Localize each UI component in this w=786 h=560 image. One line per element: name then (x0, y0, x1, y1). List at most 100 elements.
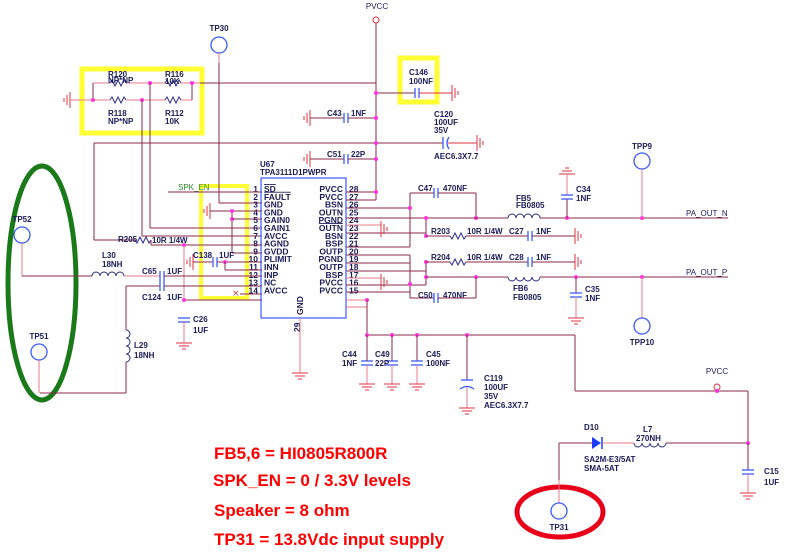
svg-text:1NF: 1NF (576, 194, 591, 203)
spk-en-net-label: SPK_EN (178, 183, 210, 192)
svg-text:C45: C45 (426, 350, 441, 359)
svg-text:1UF: 1UF (764, 478, 779, 487)
d10-diode: D10 SA2M-E3/5AT SMA-5AT (584, 423, 636, 473)
ic-left-pin-number: 4 (253, 207, 258, 217)
svg-text:C146: C146 (409, 68, 429, 77)
c119-capacitor: C119 100UF 35V AEC6.3X7.7 (458, 333, 529, 415)
fb5-ferrite: FB5 FB0805 (507, 194, 545, 219)
pa-out-n-net-label: PA_OUT_N (686, 209, 728, 218)
svg-text:FB6: FB6 (513, 284, 529, 293)
svg-text:C119: C119 (484, 374, 503, 383)
svg-text:29: 29 (292, 322, 302, 332)
svg-text:TPP10: TPP10 (630, 338, 655, 347)
r205-resistor: R205 10R 1/4W (94, 235, 262, 300)
note-speaker: Speaker = 8 ohm (214, 501, 350, 520)
svg-text:C138: C138 (193, 251, 213, 260)
c28-capacitor: C28 1NF (509, 253, 551, 267)
svg-text:22P: 22P (351, 150, 366, 159)
test-point-tp52[interactable]: TP52 (12, 215, 32, 244)
svg-text:22P: 22P (375, 359, 390, 368)
r112-symbol (164, 95, 182, 105)
svg-text:C120: C120 (434, 110, 454, 119)
ic-left-pin-number: 11 (249, 262, 258, 272)
svg-text:R118: R118 (108, 109, 127, 118)
note-spk-en: SPK_EN = 0 / 3.3V levels (213, 471, 411, 490)
svg-text:AEC6.3X7.7: AEC6.3X7.7 (484, 401, 529, 410)
svg-text:C51: C51 (327, 150, 342, 159)
ic-left-pin-name: PLIMIT (264, 254, 293, 264)
svg-text:C27: C27 (509, 227, 524, 236)
r203-resistor: R203 10R 1/4W (431, 227, 503, 241)
c65-capacitor: C65 1UF (142, 267, 182, 281)
ic-right-pin-number: 21 (349, 239, 359, 249)
c27-capacitor: C27 1NF (509, 227, 551, 241)
svg-text:100UF: 100UF (484, 383, 508, 392)
svg-text:10K: 10K (165, 117, 180, 126)
r120-symbol (109, 78, 127, 88)
svg-text:PVCC: PVCC (706, 367, 728, 376)
test-point-tp31[interactable]: TP31 (549, 502, 569, 532)
ic-right-pin-name: PVCC (319, 278, 343, 288)
ic-left-pin-name: NC (264, 278, 276, 288)
ic-left-pin-number: 6 (253, 223, 258, 233)
test-point-tpp10[interactable]: TPP10 (630, 317, 655, 347)
ic-left-pin-name: AGND (264, 239, 289, 249)
svg-text:PVCC: PVCC (366, 2, 388, 11)
svg-text:R205: R205 (118, 235, 138, 244)
test-point-tp30[interactable]: TP30 (209, 24, 229, 54)
svg-text:18NH: 18NH (102, 260, 123, 269)
ic-left-pin-number: 9 (253, 246, 258, 256)
svg-text:TP51: TP51 (29, 332, 49, 341)
notes: FB5,6 = HI0805R800R SPK_EN = 0 / 3.3V le… (213, 444, 445, 549)
ic-left-pin-name: INP (264, 270, 279, 280)
ic-right-pin-name: PVCC (319, 285, 343, 295)
svg-text:100UF: 100UF (434, 118, 458, 127)
svg-text:C28: C28 (509, 253, 524, 262)
svg-text:C49: C49 (375, 350, 390, 359)
c26-capacitor: C26 1UF (175, 315, 208, 350)
resistor-network: R120 NP*NP R116 10K R118 NP*NP R112 10K (63, 70, 376, 126)
svg-text:270NH: 270NH (636, 434, 661, 443)
ic-left-pin-number: 7 (253, 231, 258, 241)
svg-text:100NF: 100NF (409, 77, 433, 86)
c47-capacitor: C47 470NF (418, 184, 467, 198)
svg-text:TP31: TP31 (549, 523, 569, 532)
c45-capacitor: C45 100NF (408, 333, 450, 391)
ic-right-pin-number: 23 (349, 223, 359, 233)
svg-text:SMA-5AT: SMA-5AT (584, 464, 619, 473)
pvcc-top-symbol: PVCC (366, 2, 388, 24)
l7-inductor: L7 270NH (633, 425, 667, 448)
svg-text:1UF: 1UF (219, 251, 234, 260)
ic-left-pin-number: 2 (253, 192, 258, 202)
note-ferrite: FB5,6 = HI0805R800R (214, 444, 387, 463)
c124-capacitor: C124 1UF (142, 281, 182, 302)
svg-text:10R 1/4W: 10R 1/4W (467, 253, 503, 262)
ic-right-pin-name: BSP (326, 270, 344, 280)
r118-symbol (109, 95, 127, 105)
ic-right-pin-number: 28 (349, 184, 359, 194)
svg-text:TPP9: TPP9 (632, 142, 653, 151)
ic-right-pin-number: 20 (349, 246, 359, 256)
c35-capacitor: C35 1NF (567, 277, 600, 325)
test-point-tp51[interactable]: TP51 (29, 332, 49, 361)
c120-capacitor: C120 100UF 35V AEC6.3X7.7 (93, 110, 484, 240)
ic-right-pin-name: PVCC (319, 184, 343, 194)
ic-right-pin-number: 15 (349, 285, 359, 295)
svg-text:1UF: 1UF (167, 267, 182, 276)
svg-text:TP52: TP52 (12, 215, 32, 224)
pvcc-right-symbol: PVCC (706, 367, 728, 393)
svg-text:R120: R120 (108, 70, 128, 79)
ic-left-pin-number: 8 (253, 239, 258, 249)
svg-text:C124: C124 (142, 293, 162, 302)
ic-left-pin-name: GVDD (264, 246, 289, 256)
svg-text:GND: GND (295, 296, 305, 315)
svg-text:NP*NP: NP*NP (108, 117, 134, 126)
svg-text:AEC6.3X7.7: AEC6.3X7.7 (434, 152, 479, 161)
ic-right-pin-number: 17 (349, 270, 359, 280)
ic-left-pin-name: INN (264, 262, 279, 272)
r204-resistor: R204 10R 1/4W (431, 253, 503, 267)
ic-right-pin-number: 16 (349, 278, 359, 288)
svg-text:U67: U67 (260, 160, 275, 169)
test-point-tpp9[interactable]: TPP9 (632, 142, 653, 170)
